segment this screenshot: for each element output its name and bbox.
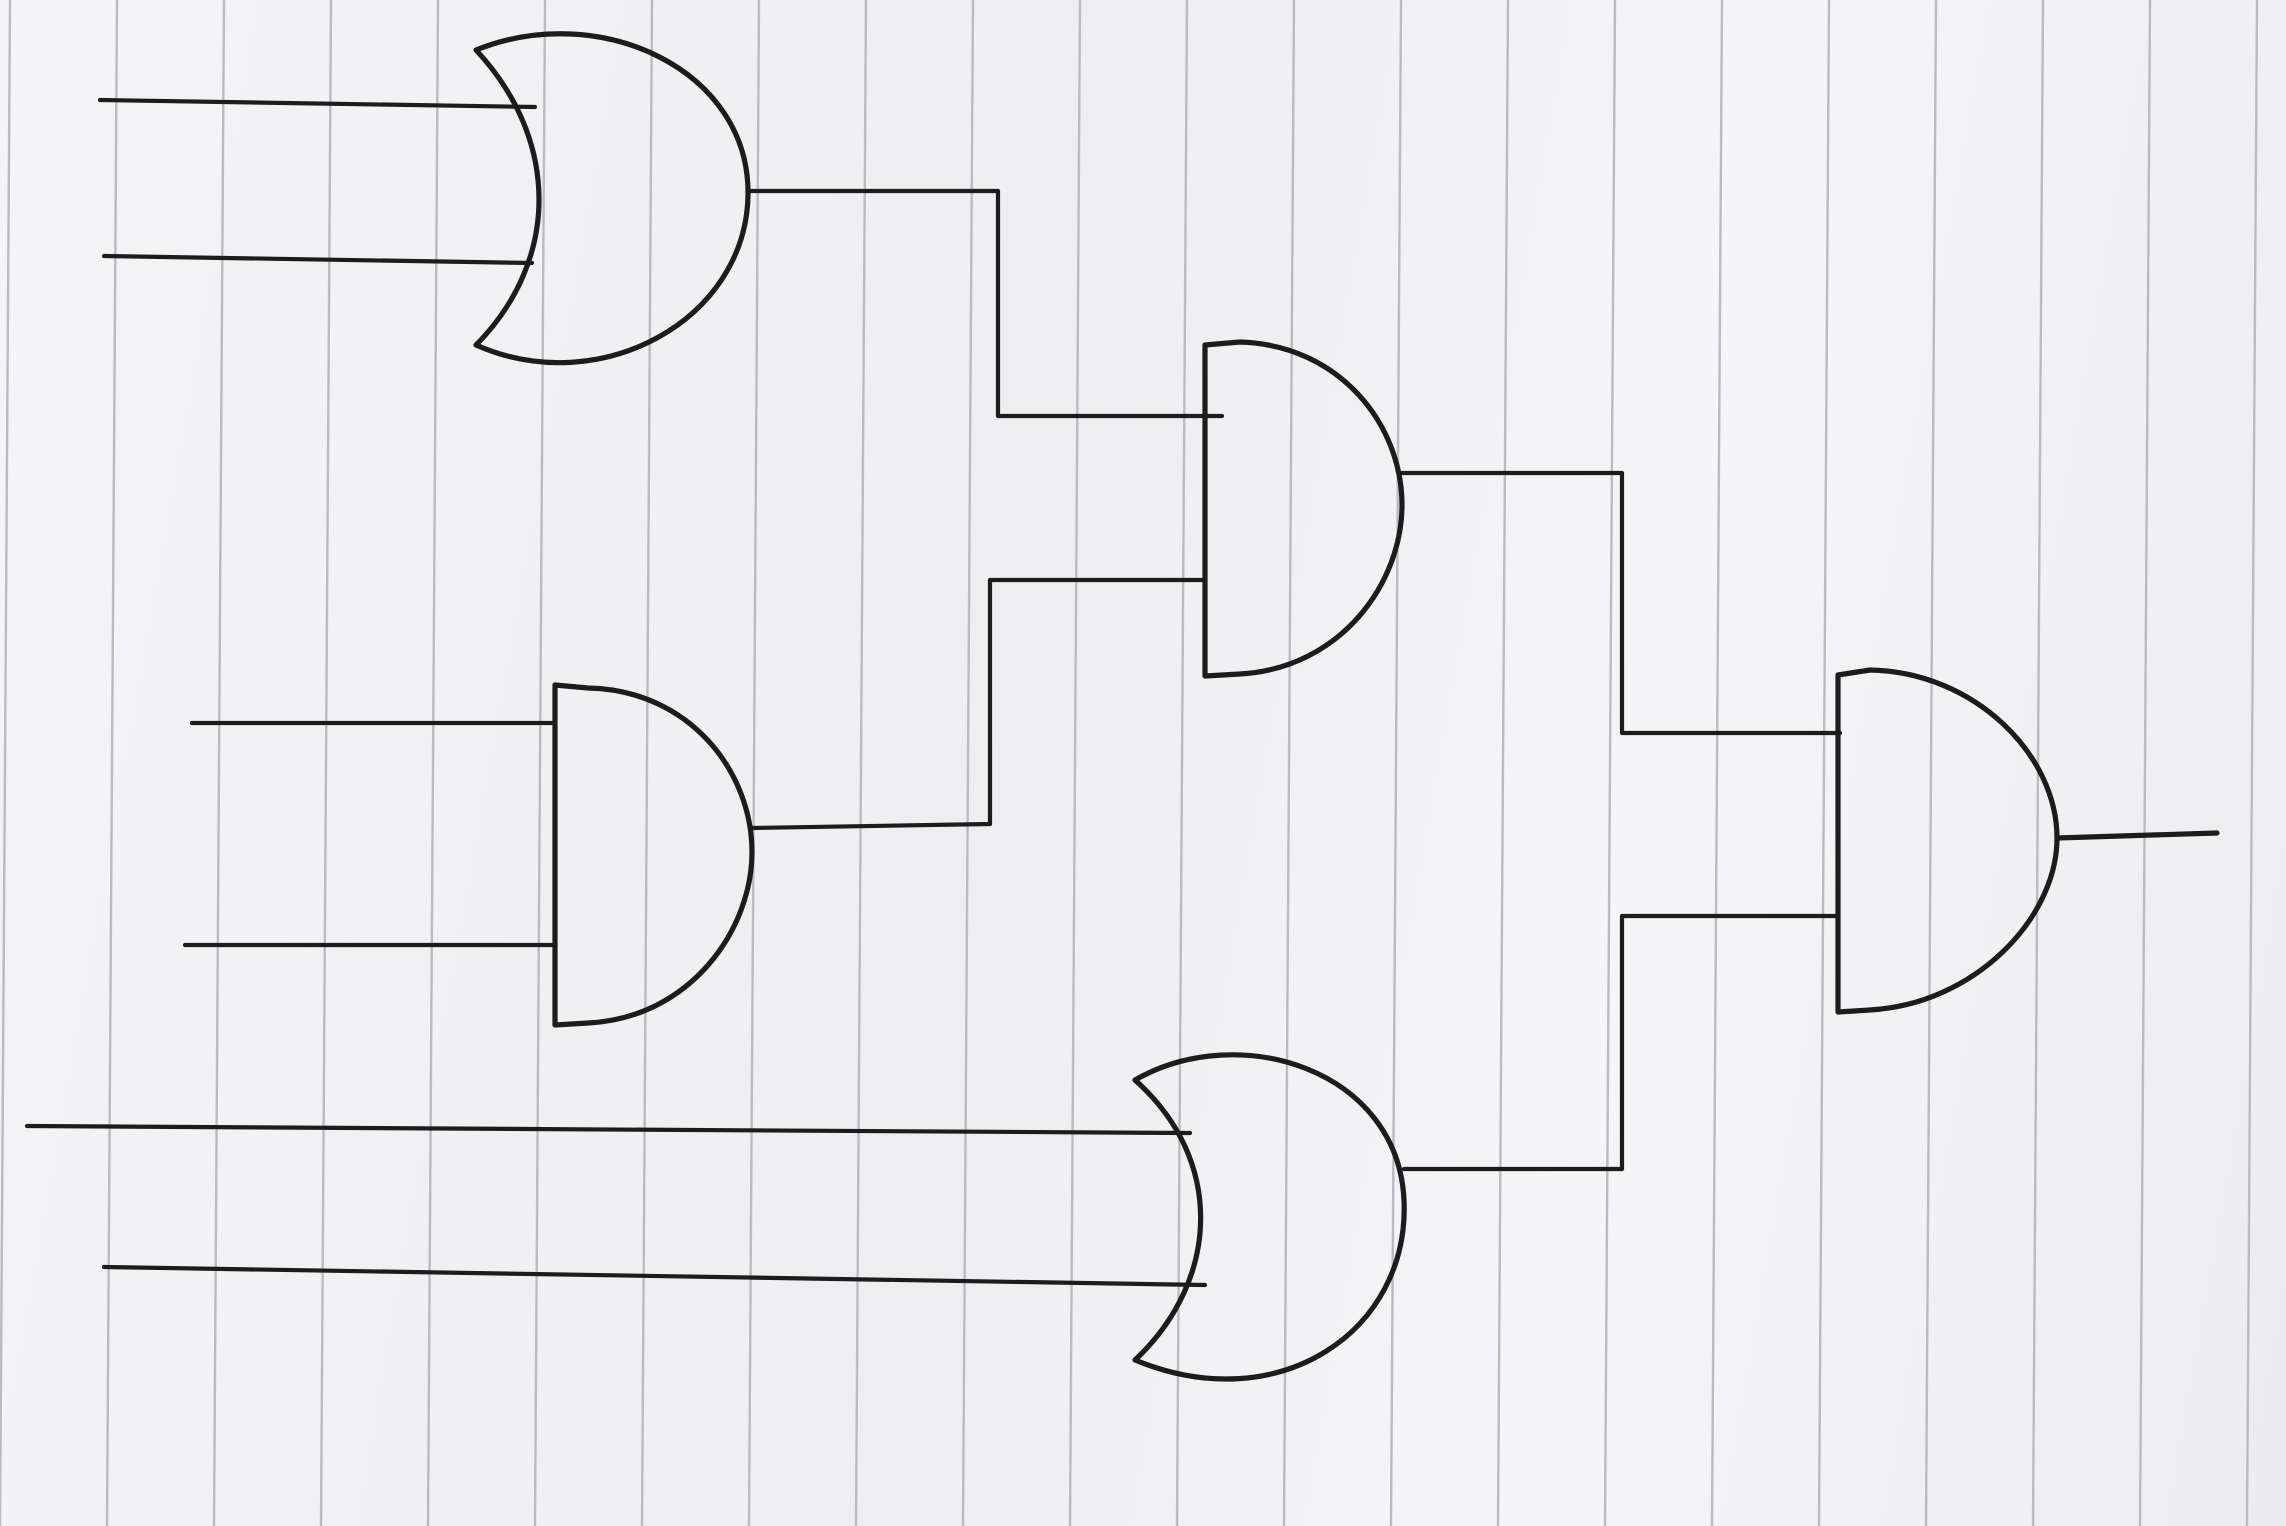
ruled-line	[1389, 0, 1403, 1526]
or-gate-1-input-b	[101, 253, 535, 266]
or-gate-4	[24, 913, 1841, 1382]
and-gate-5	[1835, 667, 2220, 1015]
circuit-output-line	[2054, 830, 2220, 841]
ruled-line	[961, 0, 975, 1526]
and-gate-5-body	[1835, 667, 2060, 1015]
or-gate-4-input-b	[101, 1264, 1208, 1288]
ruled-line	[1068, 0, 1082, 1526]
ruled-line	[1603, 0, 1617, 1526]
or-gate-1-body	[473, 31, 751, 366]
and-gate-2	[182, 577, 1208, 1028]
ruled-line	[1710, 0, 1724, 1526]
ruled-line	[1924, 0, 1938, 1526]
ruled-line	[212, 0, 226, 1526]
ruled-line	[640, 0, 654, 1526]
ruled-line	[105, 0, 119, 1526]
and-gate-2-body	[552, 682, 755, 1028]
or-gate-1-input-a	[97, 97, 538, 110]
ruled-line	[533, 0, 547, 1526]
or-gate-4-body	[1132, 1052, 1407, 1382]
or-gate-4-input-a	[24, 1123, 1193, 1136]
or-gate-1	[97, 31, 1225, 419]
ruled-line	[1175, 0, 1189, 1526]
ruled-line	[854, 0, 868, 1526]
ruled-line	[0, 0, 12, 1526]
ruled-line	[747, 0, 761, 1526]
and-gate-3	[1202, 339, 1843, 736]
ruled-line	[1817, 0, 1831, 1526]
wire-or4-to-and5	[1401, 913, 1841, 1172]
and-gate-3-body	[1202, 339, 1405, 679]
ruled-line	[1496, 0, 1510, 1526]
wire-and3-to-and5	[1399, 470, 1843, 736]
wire-or1-to-and2	[745, 188, 1225, 419]
ruled-line	[1282, 0, 1296, 1526]
ruled-line	[426, 0, 440, 1526]
ruled-line	[2138, 0, 2152, 1526]
ruled-line	[319, 0, 333, 1526]
wire-and2-to-and3	[749, 577, 1208, 831]
ruled-line	[2245, 0, 2259, 1526]
